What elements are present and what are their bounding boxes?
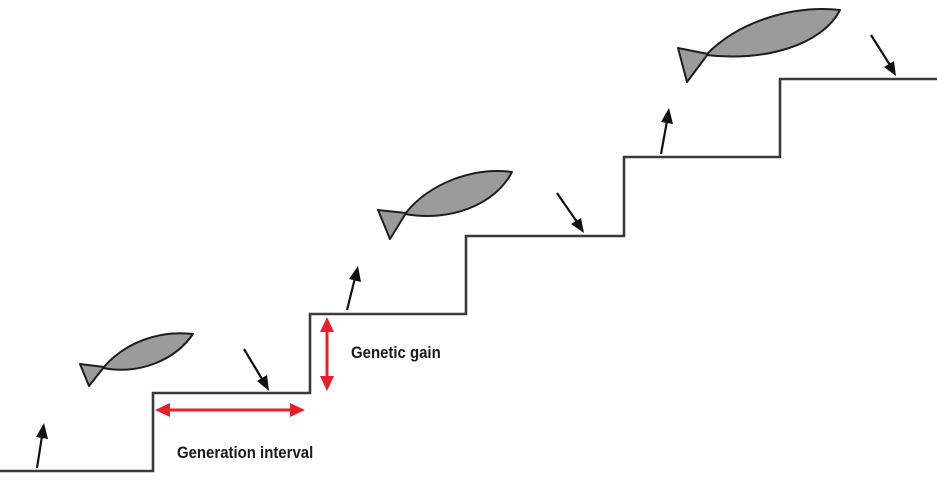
- fish-icon: [677, 8, 841, 83]
- fish-icon: [79, 332, 194, 387]
- generation-interval-double-arrow-icon: [155, 403, 305, 417]
- up-arrow-icon: [659, 108, 673, 155]
- down-arrow-icon: [870, 34, 896, 76]
- staircase-line: [0, 77, 937, 473]
- down-arrow-icon: [556, 192, 584, 233]
- up-arrow-icon: [35, 423, 48, 469]
- fish-icon: [377, 170, 513, 240]
- generation-interval-label: Generation interval: [177, 444, 313, 462]
- down-arrow-icon: [243, 348, 269, 391]
- genetic-gain-label: Genetic gain: [351, 344, 441, 362]
- genetic-gain-double-arrow-icon: [320, 317, 334, 391]
- up-arrow-icon: [345, 266, 361, 311]
